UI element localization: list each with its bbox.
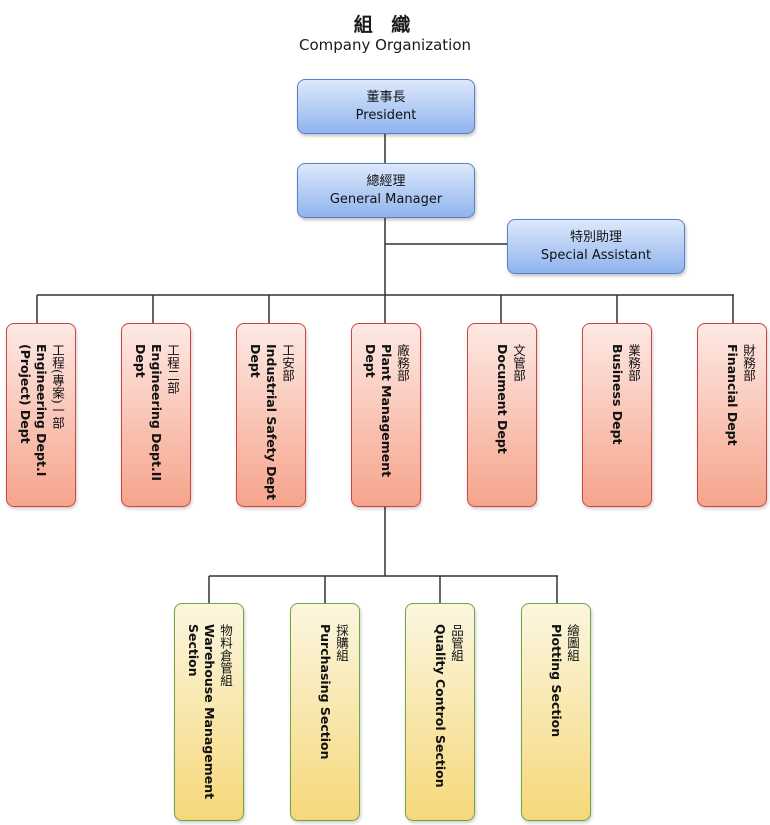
general-manager-box: 總經理 General Manager [297,163,475,218]
section-label-zh: 品管組 [449,624,464,662]
section-label-en-2: Section [186,624,201,677]
department-box: 財務部 Financial Dept [697,323,767,507]
assistant-label-zh: 特別助理 [569,230,622,245]
dept-label-en: Financial Dept [725,344,740,446]
department-box: 廠務部 Plant Management Dept [351,323,421,507]
dept-label-zh: 財務部 [741,344,756,382]
assistant-label-en: Special Assistant [540,248,652,263]
section-box: 品管組 Quality Control Section [405,603,475,821]
section-label-en: Warehouse Management [202,624,217,800]
chart-title-english: Company Organization [298,36,472,54]
section-label-zh: 採購組 [334,624,349,662]
president-box: 董事長 President [297,79,475,134]
dept-label-zh: 廠務部 [395,344,410,382]
dept-label-en-2: Dept [248,344,263,378]
department-box: 工程(專案)一部 Engineering Dept.I (Project) De… [6,323,76,507]
president-label-en: President [355,108,417,123]
dept-label-en-2: (Project) Dept [18,344,33,444]
section-box: 物料倉管組 Warehouse Management Section [174,603,244,821]
section-label-en: Plotting Section [549,624,564,738]
section-box: 繪圖組 Plotting Section [521,603,591,821]
dept-label-zh: 工安部 [280,344,295,382]
chart-title-chinese: 組 織 [353,14,417,36]
dept-label-zh: 文管部 [511,344,526,382]
section-label-en: Purchasing Section [318,624,333,760]
department-box: 業務部 Business Dept [582,323,652,507]
section-box: 採購組 Purchasing Section [290,603,360,821]
dept-label-en-2: Dept [363,344,378,378]
dept-label-zh: 工程二部 [165,344,180,394]
dept-label-en: Engineering Dept.I [34,344,49,477]
dept-label-en: Engineering Dept.II [149,344,164,481]
section-label-zh: 繪圖組 [565,624,580,662]
dept-label-zh: 業務部 [626,344,641,382]
dept-label-en: Business Dept [610,344,625,445]
dept-label-zh: 工程(專案)一部 [50,344,65,429]
section-label-zh: 物料倉管組 [218,624,233,687]
president-label-zh: 董事長 [366,90,406,105]
dept-label-en: Plant Management [379,344,394,478]
dept-label-en-2: Dept [133,344,148,378]
department-box: 工安部 Industrial Safety Dept Dept [236,323,306,507]
gm-label-en: General Manager [329,192,443,207]
dept-label-en: Industrial Safety Dept [264,344,279,500]
dept-label-en: Document Dept [495,344,510,454]
section-label-en: Quality Control Section [433,624,448,788]
department-box: 工程二部 Engineering Dept.II Dept [121,323,191,507]
department-box: 文管部 Document Dept [467,323,537,507]
gm-label-zh: 總經理 [366,174,406,189]
special-assistant-box: 特別助理 Special Assistant [507,219,685,274]
